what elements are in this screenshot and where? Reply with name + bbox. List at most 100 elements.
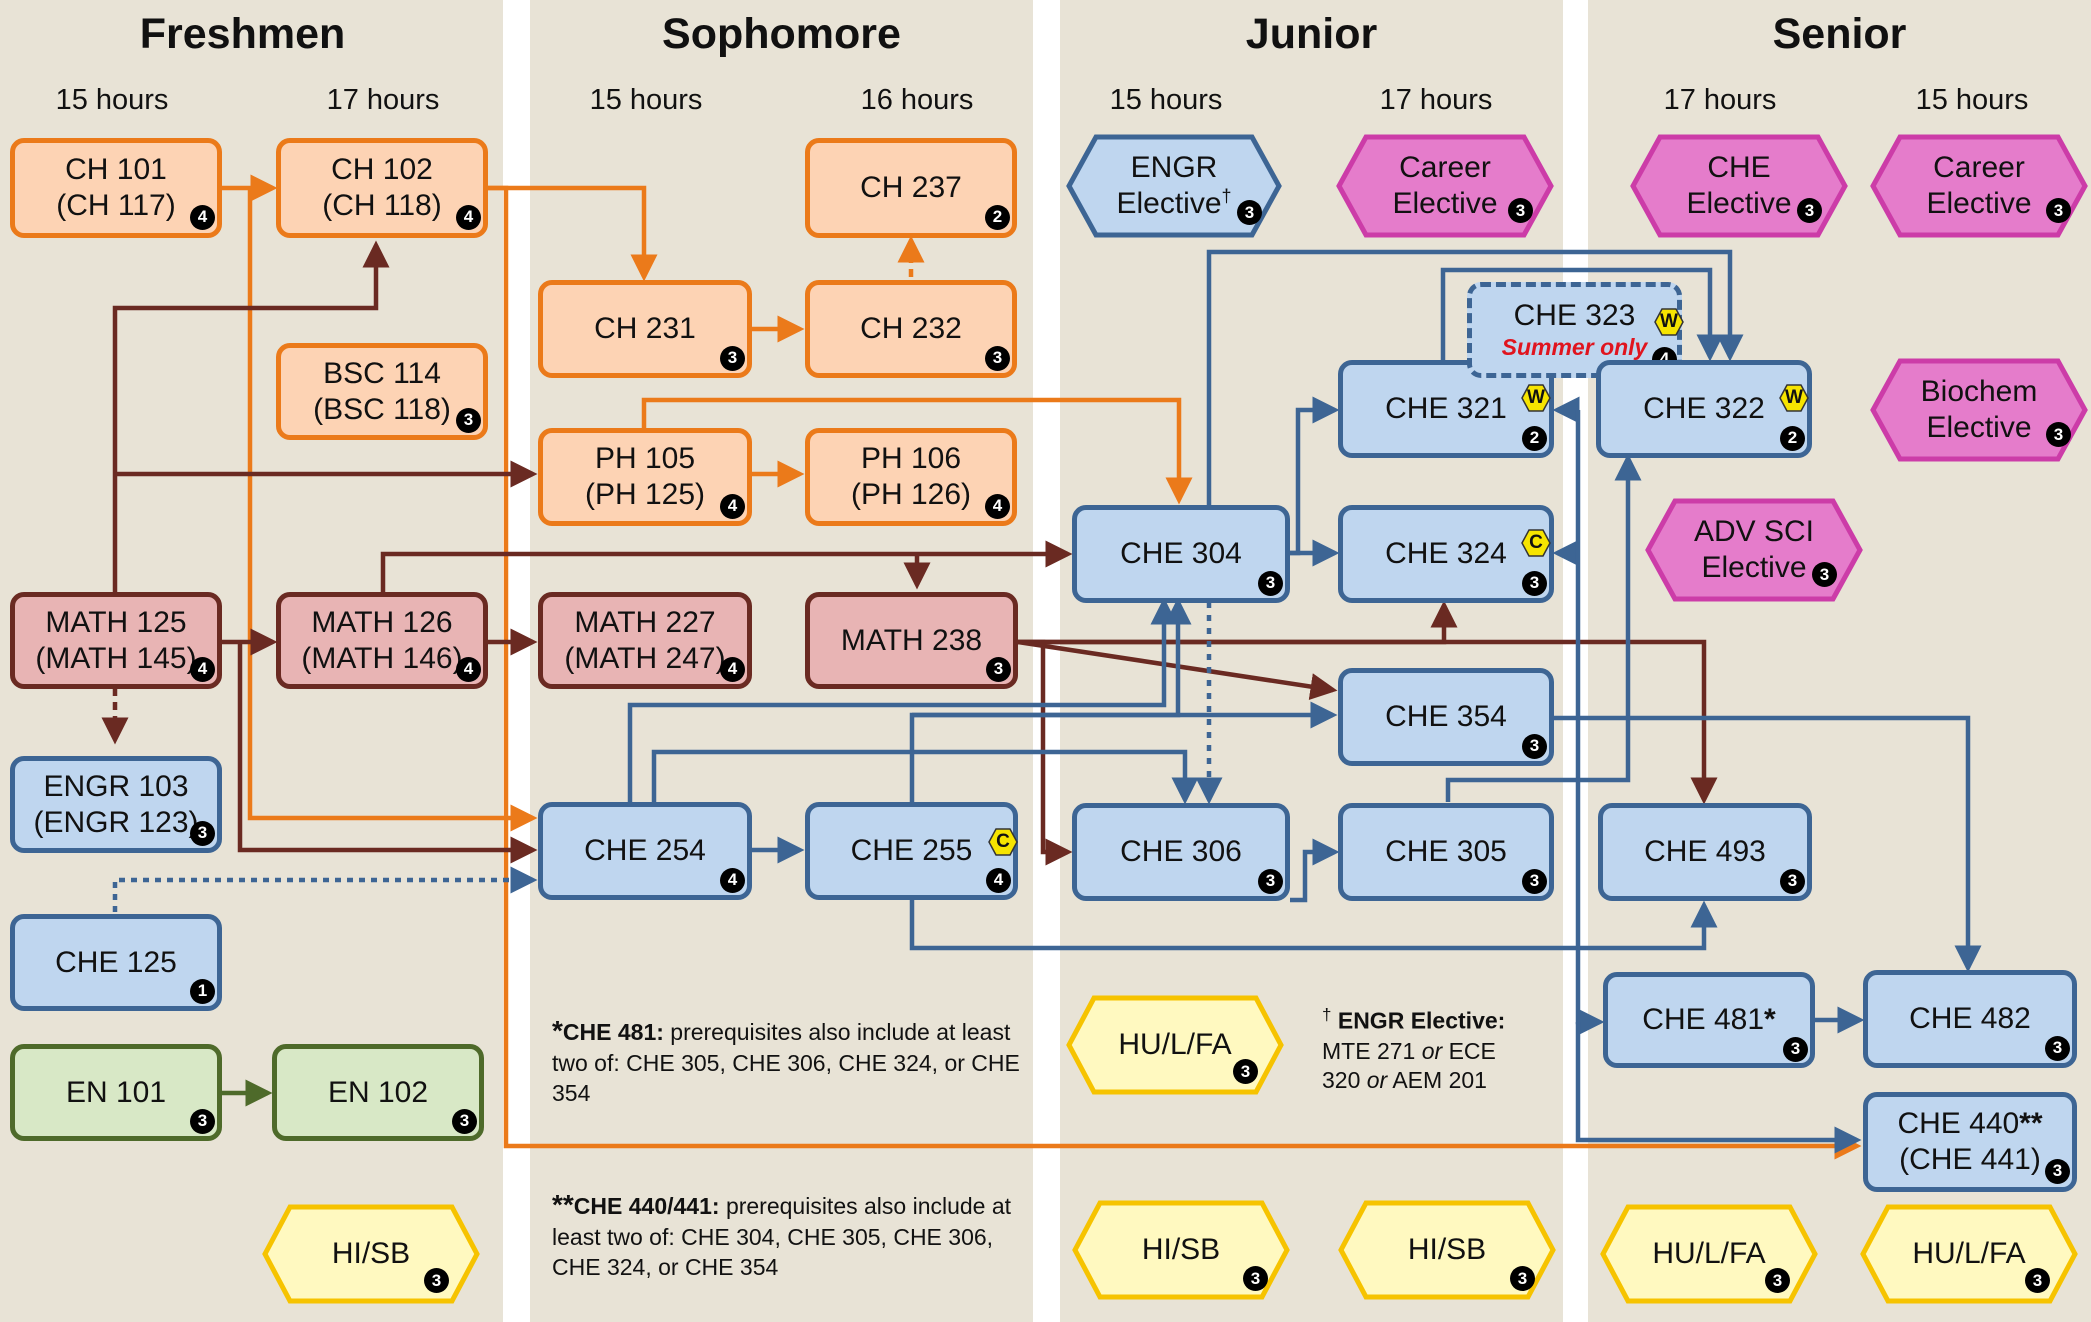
course-code: CHE 440 bbox=[1897, 1107, 2020, 1140]
course-math126[interactable]: MATH 126 (MATH 146) 4 bbox=[276, 592, 488, 689]
course-code: CHE 493 bbox=[1644, 835, 1766, 868]
note-mark: † bbox=[1322, 1005, 1332, 1024]
course-ch232[interactable]: CH 232 3 bbox=[805, 280, 1017, 378]
writing-intensive-badge: W bbox=[1654, 307, 1684, 337]
note-or: or bbox=[1366, 1067, 1388, 1094]
elective-hulfa-junior[interactable]: HU/L/FA 3 bbox=[1066, 995, 1284, 1095]
note-option-3: AEM 201 bbox=[1392, 1067, 1487, 1094]
course-che306[interactable]: CHE 306 3 bbox=[1072, 803, 1290, 901]
elective-hulfa-senior-2[interactable]: HU/L/FA 3 bbox=[1860, 1204, 2078, 1304]
course-ch237[interactable]: CH 237 2 bbox=[805, 138, 1017, 238]
course-ph105[interactable]: PH 105 (PH 125) 4 bbox=[538, 428, 752, 526]
credit-badge: 3 bbox=[1783, 1037, 1808, 1062]
course-code: PH 105 bbox=[594, 442, 696, 475]
course-bsc114[interactable]: BSC 114 (BSC 118) 3 bbox=[276, 343, 488, 440]
footnote-mark: ** bbox=[2019, 1107, 2043, 1140]
course-code: PH 106 bbox=[860, 442, 962, 475]
course-code: CH 231 bbox=[594, 312, 696, 345]
course-che354[interactable]: CHE 354 3 bbox=[1338, 668, 1554, 766]
course-alt-code: (CH 118) bbox=[322, 189, 442, 222]
credit-badge: 4 bbox=[456, 657, 481, 682]
course-code-line: CHE 481* bbox=[1642, 1002, 1775, 1038]
credit-badge: 4 bbox=[720, 494, 745, 519]
credit-badge: 2 bbox=[985, 205, 1010, 230]
course-math125[interactable]: MATH 125 (MATH 145) 4 bbox=[10, 592, 222, 689]
credit-badge: 3 bbox=[2046, 422, 2071, 447]
arrow-che305-che322 bbox=[1445, 453, 1642, 802]
course-che321[interactable]: CHE 321 W 2 bbox=[1338, 360, 1554, 458]
hours-spring-junior: 17 hours bbox=[1379, 84, 1493, 116]
course-che482[interactable]: CHE 482 3 bbox=[1863, 970, 2077, 1068]
note-option-1: MTE 271 bbox=[1322, 1037, 1416, 1064]
credit-badge: 4 bbox=[456, 205, 481, 230]
course-ch102[interactable]: CH 102 (CH 118) 4 bbox=[276, 138, 488, 238]
course-code: CH 237 bbox=[860, 171, 962, 204]
hours-spring-freshmen: 17 hours bbox=[326, 84, 440, 116]
course-che493[interactable]: CHE 493 3 bbox=[1598, 803, 1812, 901]
course-code: MATH 125 bbox=[45, 605, 187, 639]
elective-hisb-junior-2[interactable]: HI/SB 3 bbox=[1338, 1200, 1556, 1300]
course-ph106[interactable]: PH 106 (PH 126) 4 bbox=[805, 428, 1017, 526]
course-ch101[interactable]: CH 101 (CH 117) 4 bbox=[10, 138, 222, 238]
credit-badge: 3 bbox=[1258, 869, 1283, 894]
elective-hisb-junior-1[interactable]: HI/SB 3 bbox=[1072, 1200, 1290, 1300]
badge-letter: W bbox=[1527, 386, 1545, 408]
course-code: MATH 227 bbox=[574, 605, 716, 639]
arrow-che354-che482 bbox=[1554, 715, 1982, 973]
credit-badge: 3 bbox=[1233, 1059, 1258, 1084]
elective-name: HU/L/FA bbox=[1118, 1028, 1232, 1061]
hours-fall-freshmen: 15 hours bbox=[55, 84, 169, 116]
course-en101[interactable]: EN 101 3 bbox=[10, 1044, 222, 1141]
elective-hisb-freshmen[interactable]: HI/SB 3 bbox=[262, 1204, 480, 1304]
course-code: CHE 324 bbox=[1385, 537, 1507, 570]
badge-letter: C bbox=[996, 830, 1010, 852]
course-math238[interactable]: MATH 238 3 bbox=[805, 592, 1018, 689]
credit-badge: 4 bbox=[190, 657, 215, 682]
course-code: CHE 254 bbox=[584, 834, 706, 867]
writing-intensive-badge: W bbox=[1779, 383, 1809, 413]
note-title: CHE 481: bbox=[562, 1019, 664, 1045]
credit-badge: 3 bbox=[190, 1109, 215, 1134]
course-che440[interactable]: CHE 440** (CHE 441) 3 bbox=[1863, 1092, 2077, 1192]
course-math227[interactable]: MATH 227 (MATH 247) 4 bbox=[538, 592, 752, 689]
credit-badge: 4 bbox=[720, 657, 745, 682]
course-che305[interactable]: CHE 305 3 bbox=[1338, 803, 1554, 901]
note-text: prerequisites also include at least two … bbox=[552, 1019, 1020, 1107]
credit-badge: 2 bbox=[1522, 426, 1547, 451]
badge-letter: W bbox=[1660, 310, 1678, 332]
course-code: MATH 126 bbox=[311, 605, 453, 639]
course-en102[interactable]: EN 102 3 bbox=[272, 1044, 484, 1141]
note-che481: *CHE 481: prerequisites also include at … bbox=[552, 1013, 1022, 1109]
course-che255[interactable]: CHE 255 C 4 bbox=[805, 802, 1018, 900]
credit-badge: 3 bbox=[1765, 1268, 1790, 1293]
course-che481[interactable]: CHE 481* 3 bbox=[1603, 972, 1815, 1068]
course-che254[interactable]: CHE 254 4 bbox=[538, 802, 752, 900]
course-alt-code: (MATH 247) bbox=[564, 641, 726, 675]
course-ch231[interactable]: CH 231 3 bbox=[538, 280, 752, 378]
elective-label: Elective bbox=[1926, 411, 2032, 444]
dagger-mark: † bbox=[1221, 186, 1232, 206]
course-che304[interactable]: CHE 304 3 bbox=[1072, 505, 1290, 603]
badge-letter: C bbox=[1529, 531, 1543, 553]
course-che324[interactable]: CHE 324 C 3 bbox=[1338, 505, 1554, 603]
elective-name: Biochem bbox=[1920, 375, 2038, 408]
arrow-to-che440 bbox=[1575, 1022, 1862, 1154]
course-engr103[interactable]: ENGR 103 (ENGR 123) 3 bbox=[10, 756, 222, 853]
arrow-math126-che304 bbox=[380, 540, 1073, 592]
course-code: ENGR 103 bbox=[43, 769, 189, 803]
course-che322[interactable]: CHE 322 W 2 bbox=[1596, 360, 1812, 458]
elective-hulfa-senior-1[interactable]: HU/L/FA 3 bbox=[1600, 1204, 1818, 1304]
credit-badge: 3 bbox=[2046, 198, 2071, 223]
course-code: CHE 305 bbox=[1385, 835, 1507, 868]
course-che125[interactable]: CHE 125 1 bbox=[10, 914, 222, 1011]
badge-letter: W bbox=[1785, 386, 1803, 408]
credit-badge: 4 bbox=[985, 494, 1010, 519]
course-code: CHE 125 bbox=[55, 945, 177, 979]
elective-name: HU/L/FA bbox=[1912, 1237, 2026, 1270]
